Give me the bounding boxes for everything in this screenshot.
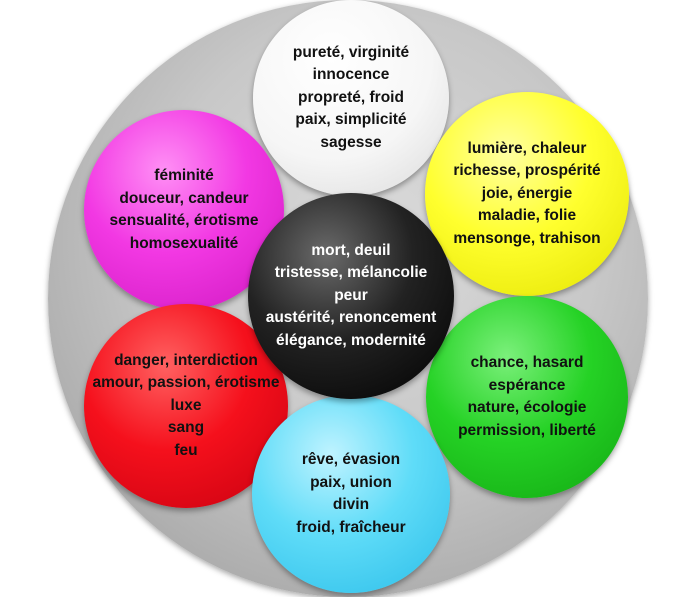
- circle-green-line: chance, hasard: [470, 354, 584, 371]
- circle-white-line: paix, simplicité: [295, 111, 407, 129]
- circle-black: mort, deuil tristesse, mélancolie peur a…: [248, 193, 454, 399]
- circle-red-line: danger, interdiction: [114, 351, 258, 369]
- circle-pink-line: féminité: [154, 167, 214, 184]
- circle-black-line: tristesse, mélancolie: [274, 264, 428, 282]
- circle-pink-line: sensualité, érotisme: [109, 212, 259, 229]
- circle-blue-line: divin: [332, 496, 370, 513]
- circle-blue-line: froid, fraîcheur: [296, 518, 406, 536]
- circle-yellow-line: mensonge, trahison: [453, 229, 601, 247]
- circle-red-line: sang: [167, 419, 205, 437]
- circle-white-line: sagesse: [320, 133, 382, 151]
- circle-white-line: pureté, virginité: [292, 43, 410, 61]
- circle-pink-line: homosexualité: [129, 234, 239, 252]
- circle-red-line: amour, passion, érotisme: [92, 374, 280, 392]
- circle-red-line: luxe: [170, 396, 202, 414]
- circle-green: chance, hasard espérance nature, écologi…: [426, 296, 628, 498]
- circle-black-line: austérité, renoncement: [265, 309, 437, 327]
- circle-yellow-line: maladie, folie: [477, 207, 577, 225]
- circle-blue-line: rêve, évasion: [301, 451, 401, 468]
- circle-green-line: espérance: [488, 376, 566, 394]
- circle-green-line: permission, liberté: [458, 421, 596, 439]
- circle-white: pureté, virginité innocence propreté, fr…: [253, 0, 449, 196]
- circle-pink: féminité douceur, candeur sensualité, ér…: [84, 110, 284, 310]
- circle-black-line: mort, deuil: [311, 241, 391, 259]
- circle-yellow-line: joie, énergie: [481, 184, 573, 202]
- circle-white-line: propreté, froid: [298, 88, 404, 106]
- circle-blue: rêve, évasion paix, union divin froid, f…: [252, 395, 450, 593]
- circle-yellow: lumière, chaleur richesse, prospérité jo…: [425, 92, 629, 296]
- circle-white-line: innocence: [312, 66, 390, 84]
- circle-black-line: peur: [334, 286, 368, 304]
- circle-red-line: feu: [174, 441, 198, 459]
- circle-yellow-line: richesse, prospérité: [453, 162, 601, 180]
- circle-pink-line: douceur, candeur: [119, 189, 249, 207]
- circle-blue-line: paix, union: [310, 473, 392, 491]
- circle-black-line: élégance, modernité: [276, 331, 426, 349]
- circle-green-line: nature, écologie: [467, 399, 587, 416]
- circle-yellow-line: lumière, chaleur: [467, 139, 587, 157]
